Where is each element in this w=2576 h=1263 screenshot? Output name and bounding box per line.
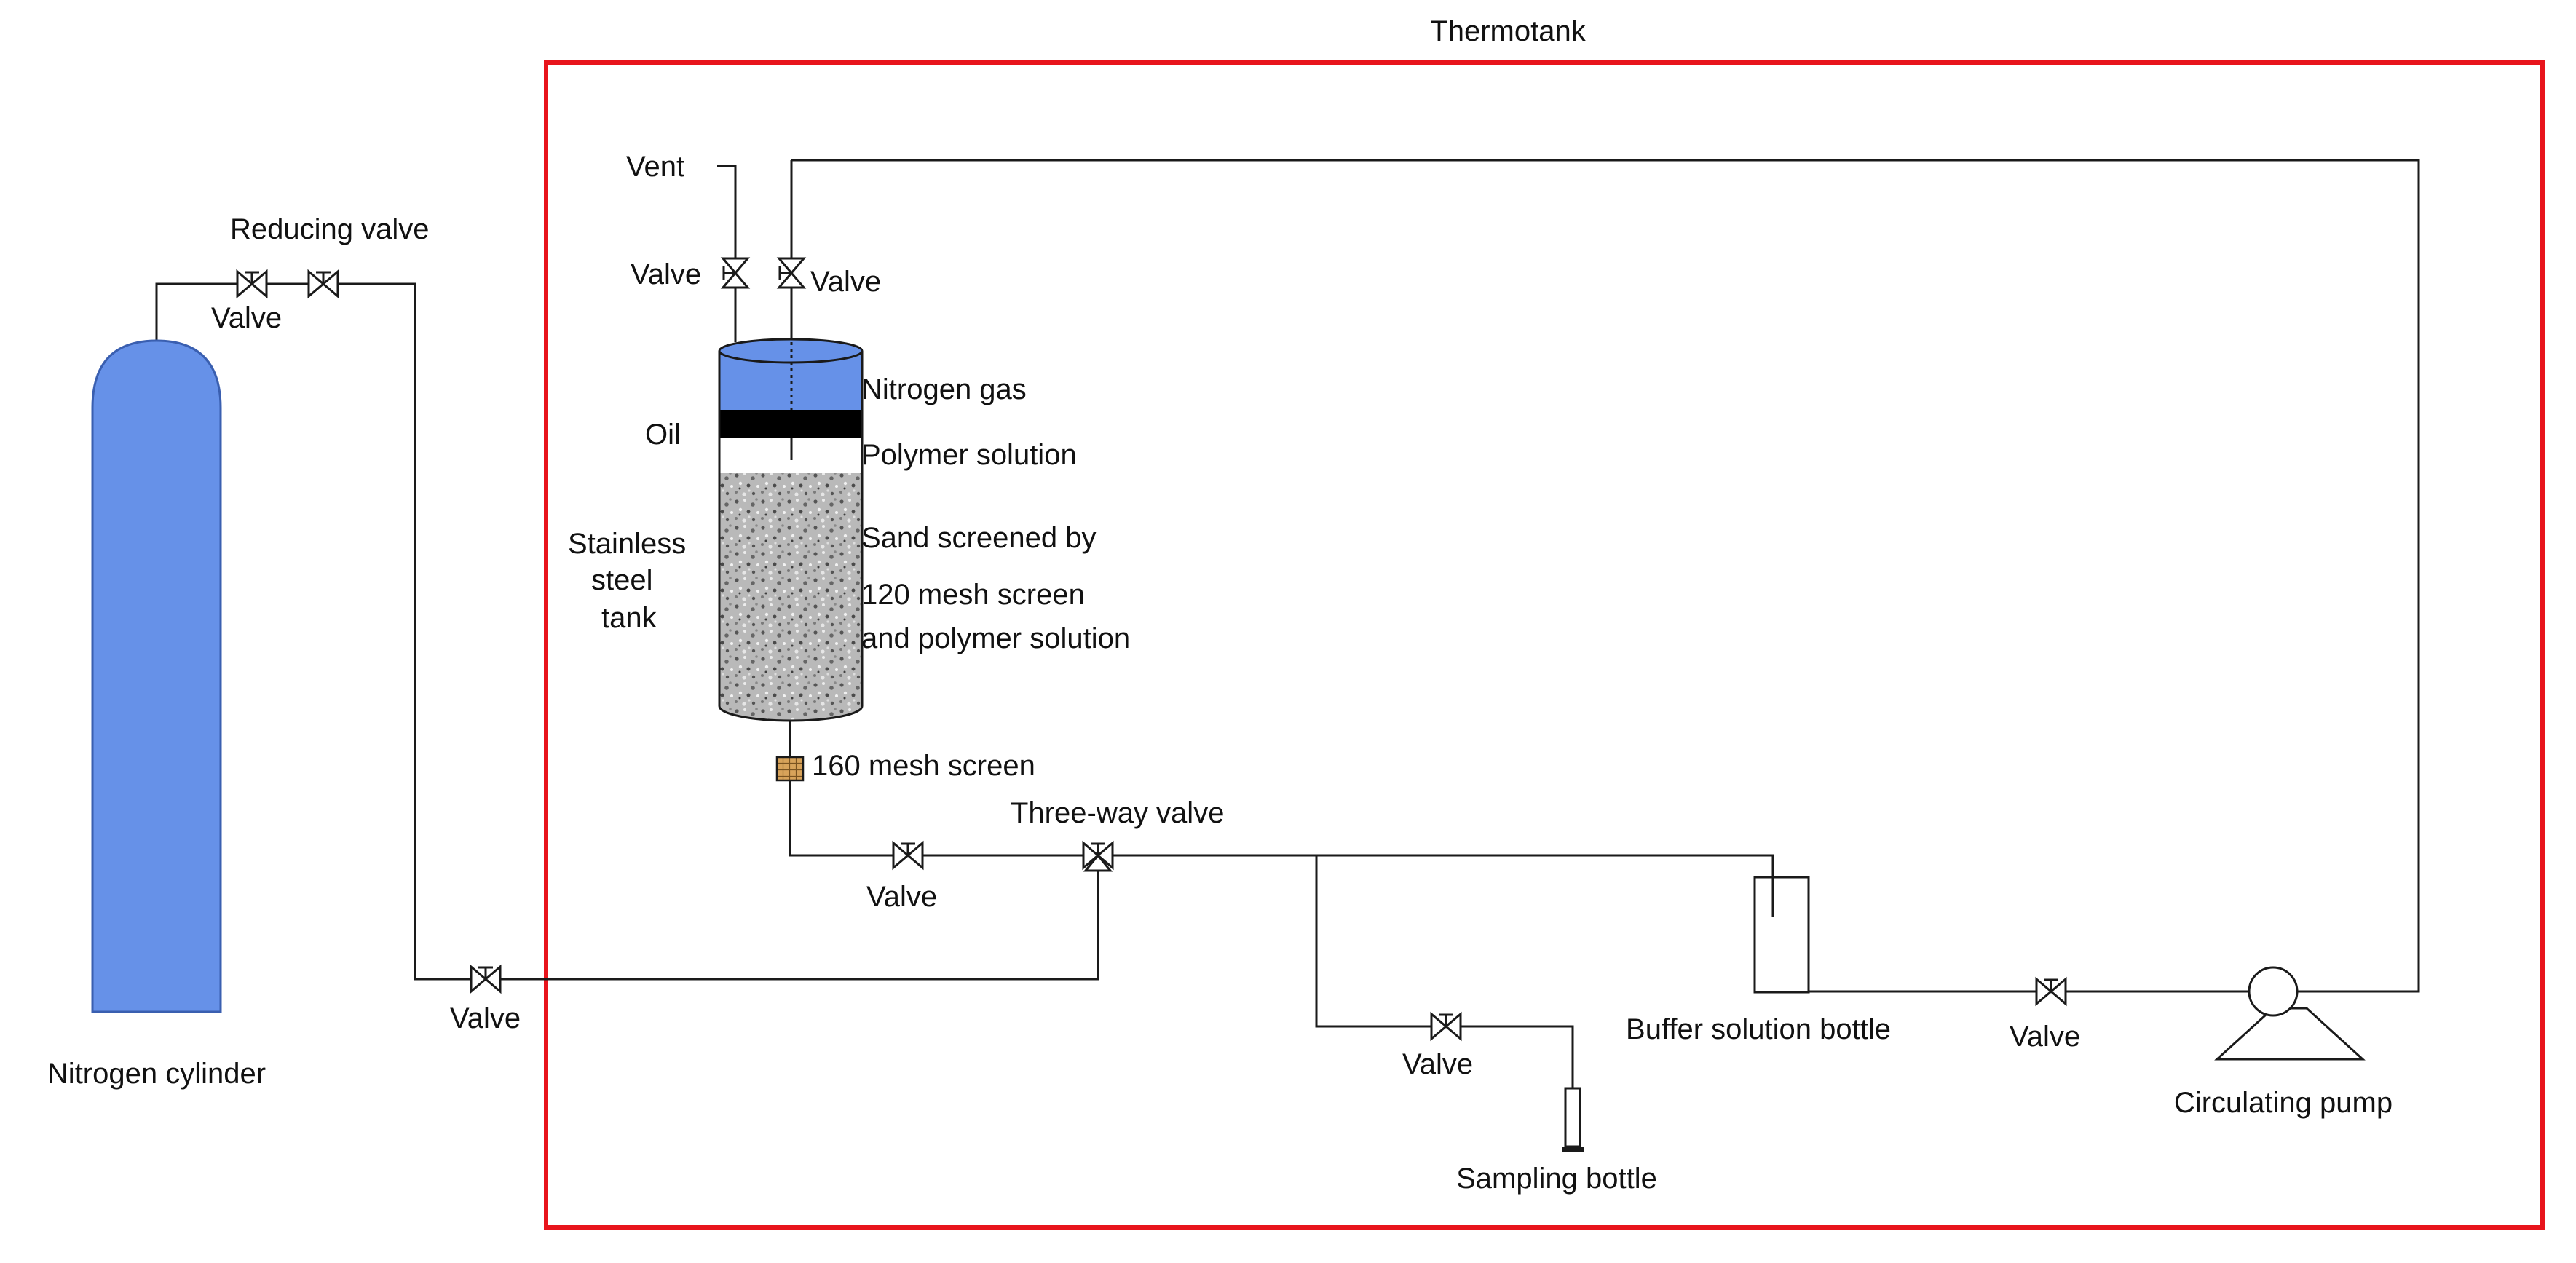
reducing-valve-label: Reducing valve xyxy=(230,213,430,245)
sand-label-2: 120 mesh screen xyxy=(861,579,1085,611)
buffer-bottle-label: Buffer solution bottle xyxy=(1626,1013,1891,1045)
sand-label-3: and polymer solution xyxy=(861,622,1130,654)
oil-layer xyxy=(719,410,862,438)
nitrogen-cylinder-label: Nitrogen cylinder xyxy=(47,1058,266,1090)
vent-label: Vent xyxy=(626,151,684,183)
outlet-valve-label: Valve xyxy=(866,881,937,913)
return-valve xyxy=(776,257,807,289)
nitrogen-cylinder xyxy=(91,339,222,1013)
cylinder-valve-label: Valve xyxy=(211,302,282,334)
sampling-valve xyxy=(1430,1011,1462,1042)
oil-label: Oil xyxy=(645,419,681,451)
sampling-bottle-label: Sampling bottle xyxy=(1456,1163,1657,1195)
buffer-solution-bottle xyxy=(1753,876,1810,994)
mesh-screen-160 xyxy=(775,756,805,782)
pump-valve-label: Valve xyxy=(2010,1021,2080,1053)
reducing-valve xyxy=(307,269,339,299)
thermotank-frame xyxy=(544,60,2545,1230)
return-valve-label: Valve xyxy=(810,266,881,298)
polymer-solution-label: Polymer solution xyxy=(861,439,1077,471)
sand-label-1: Sand screened by xyxy=(861,522,1096,554)
thermotank-label: Thermotank xyxy=(1430,15,1586,47)
stainless-steel-tank xyxy=(718,338,864,722)
vent-valve-label: Valve xyxy=(631,258,701,290)
cylinder-valve xyxy=(236,269,268,299)
stainless-label-2: steel xyxy=(591,564,653,596)
circulating-pump xyxy=(2214,966,2366,1061)
circulating-pump-label: Circulating pump xyxy=(2174,1087,2393,1119)
pipework xyxy=(155,159,2420,1088)
stainless-label-3: tank xyxy=(601,602,657,634)
pump-valve xyxy=(2035,976,2067,1007)
outlet-valve xyxy=(892,840,924,871)
vent-valve xyxy=(720,257,751,289)
three-way-valve xyxy=(1082,840,1114,872)
mesh-screen-label: 160 mesh screen xyxy=(812,750,1035,782)
three-way-valve-label: Three-way valve xyxy=(1011,797,1224,829)
feed-valve xyxy=(470,964,502,994)
feed-valve-label: Valve xyxy=(450,1002,521,1034)
stainless-label-1: Stainless xyxy=(568,528,686,560)
nitrogen-gas-label: Nitrogen gas xyxy=(861,373,1027,405)
sampling-bottle xyxy=(1562,1087,1584,1152)
sampling-valve-label: Valve xyxy=(1402,1048,1473,1080)
